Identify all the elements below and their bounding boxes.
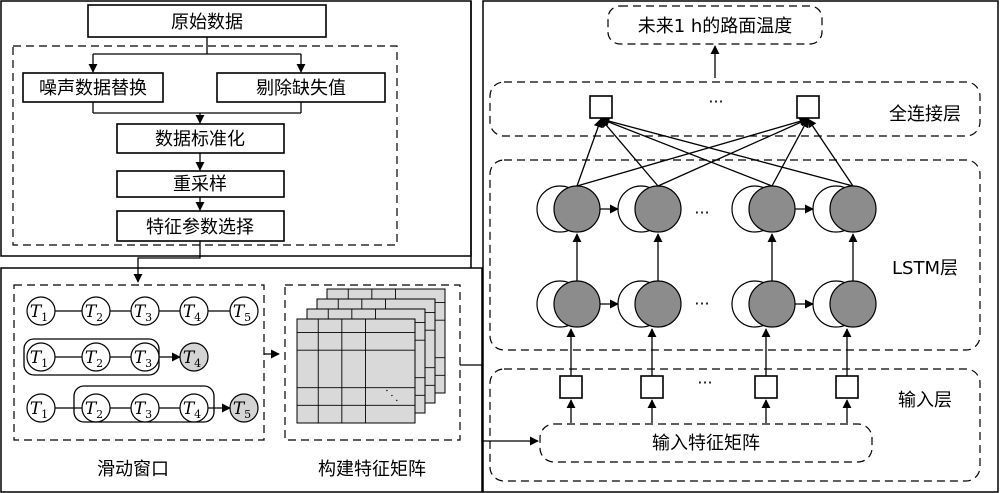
fc-layer-label: 全连接层 — [889, 104, 961, 125]
lstm-cell — [553, 280, 601, 328]
window-node — [179, 342, 209, 372]
window-node — [179, 393, 209, 423]
window-node — [81, 393, 111, 423]
window-title: 滑动窗口 — [97, 459, 169, 480]
window-node — [26, 296, 56, 326]
window-node — [179, 296, 209, 326]
noise-replace-box — [22, 72, 164, 103]
fc-arrow — [600, 116, 854, 187]
window-node — [26, 393, 56, 423]
lstm-ellipsis-bottom: ··· — [694, 294, 709, 313]
fc-arrow — [600, 117, 773, 187]
input-layer-group — [489, 368, 981, 482]
fc-arrow — [807, 118, 854, 187]
fc-layer-group — [489, 81, 981, 137]
input-matrix-label: 输入特征矩阵 — [652, 433, 760, 454]
window-node — [26, 342, 56, 372]
window-node — [229, 296, 259, 326]
lstm-cell — [634, 185, 682, 233]
lstm-ellipsis-top: ··· — [694, 203, 709, 222]
feature-matrix: · · · 构建特征矩阵 — [284, 284, 461, 480]
preprocess-dashed-group — [12, 45, 398, 246]
lstm-cell — [553, 185, 601, 233]
fc-arrow — [576, 116, 809, 187]
preprocess-flow: 原始数据 噪声数据替换 剔除缺失值 数据标准化 重采样 特征参数选择 — [12, 4, 398, 246]
window-node — [130, 342, 160, 372]
fc-arrow — [771, 118, 809, 187]
fc-ellipsis: ··· — [708, 92, 723, 111]
input-layer-label: 输入层 — [898, 390, 952, 411]
resample-box — [116, 170, 285, 198]
matrix-layer — [296, 318, 416, 424]
window-node — [130, 296, 160, 326]
fc-arrow — [657, 118, 809, 187]
to-window-arrow — [133, 241, 201, 283]
resample-label: 重采样 — [173, 174, 227, 195]
window-dashed-group — [13, 284, 265, 441]
fc-node — [589, 95, 613, 119]
input-node — [559, 375, 583, 399]
model-panel — [482, 0, 999, 493]
window-node — [81, 296, 111, 326]
feature-select-box — [116, 210, 285, 242]
raw-data-label: 原始数据 — [171, 12, 243, 33]
lstm-cell — [748, 280, 796, 328]
remove-missing-label: 剔除缺失值 — [256, 78, 346, 99]
input-ellipsis: ··· — [697, 373, 712, 392]
lstm-layer-group — [489, 159, 981, 351]
lstm-cell — [829, 185, 877, 233]
standardize-box — [116, 123, 285, 154]
lstm-cell — [748, 185, 796, 233]
input-node — [835, 375, 859, 399]
matrix-dashed-group — [284, 284, 461, 441]
window-node — [130, 393, 160, 423]
lstm-cell — [829, 280, 877, 328]
fc-arrow — [600, 118, 659, 187]
lstm-cell — [634, 280, 682, 328]
input-node — [640, 375, 664, 399]
fc-arrow — [576, 118, 603, 187]
window-node — [229, 393, 259, 423]
output-label: 未来1 h的路面温度 — [638, 16, 793, 37]
to-input-arrow — [460, 364, 539, 446]
fc-node — [796, 95, 820, 119]
model-diagram: 未来1 h的路面温度 全连接层 LSTM层 输入层 输入特征矩阵 ··· ···… — [489, 5, 981, 482]
lstm-layer-label: LSTM层 — [892, 258, 958, 279]
matrix-title: 构建特征矩阵 — [318, 459, 426, 480]
standardize-label: 数据标准化 — [155, 129, 245, 150]
output-box — [607, 5, 823, 45]
feature-select-label: 特征参数选择 — [146, 217, 254, 238]
input-node — [754, 375, 778, 399]
noise-replace-label: 噪声数据替换 — [39, 78, 147, 99]
window-node — [81, 342, 111, 372]
raw-data-box — [87, 4, 327, 38]
input-matrix-box — [539, 423, 873, 463]
